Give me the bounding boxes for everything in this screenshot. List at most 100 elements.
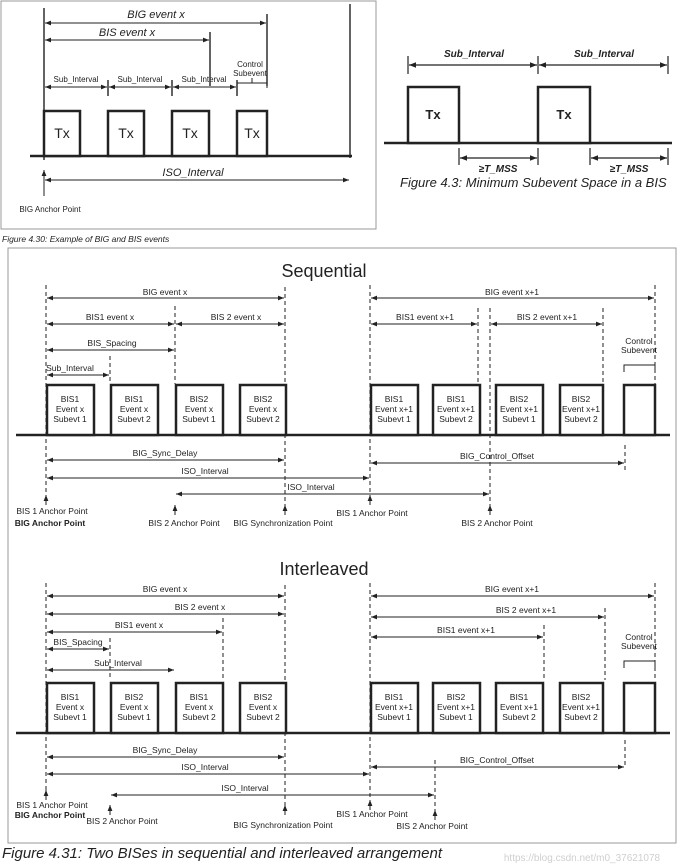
big-sync-delay-label: BIG_Sync_Delay: [133, 745, 198, 755]
box-line: Event x: [185, 702, 214, 712]
sequential-title: Sequential: [281, 261, 366, 281]
figure-4-3: Tx Tx Sub_Interval Sub_Interval ≥T_MSS ≥…: [384, 49, 672, 175]
box-line: Event x+1: [562, 404, 600, 414]
box-line: Subevt 1: [53, 414, 87, 424]
bis2-event-x1-label: BIS 2 event x+1: [517, 312, 578, 322]
box-line: BIS2: [254, 692, 273, 702]
box-line: Subevt 2: [564, 414, 598, 424]
bis1-anchor-label: BIS 1 Anchor Point: [16, 800, 88, 810]
control-subevent-label-2: Subevent: [233, 69, 268, 78]
iso-interval-label: ISO_Interval: [181, 762, 228, 772]
big-event-x1-label: BIG event x+1: [485, 584, 539, 594]
figure-4-30-frame: [0, 0, 377, 230]
sub-interval-label: Sub_Interval: [444, 49, 504, 60]
iso-interval-label: ISO_Interval: [221, 783, 268, 793]
sub-interval-label: Sub_Interval: [54, 75, 99, 84]
box-line: Event x+1: [500, 702, 538, 712]
bis1-event-x-label: BIS1 event x: [86, 312, 135, 322]
bis2-event-x1-label: BIS 2 event x+1: [496, 605, 557, 615]
big-sync-point-label: BIG Synchronization Point: [233, 518, 333, 528]
box-line: BIS2: [510, 394, 529, 404]
interleaved-title: Interleaved: [279, 559, 368, 579]
box-line: Subevt 1: [502, 414, 536, 424]
iso-interval-label: ISO_Interval: [162, 167, 224, 179]
tx-box: [536, 85, 592, 145]
watermark-text: https://blog.csdn.net/m0_37621078: [504, 853, 661, 864]
tx-label: Tx: [54, 125, 70, 141]
box-line: Event x: [120, 702, 149, 712]
box-line: BIS2: [572, 394, 591, 404]
big-anchor-label: BIG Anchor Point: [15, 810, 86, 820]
box-line: BIS1: [61, 394, 80, 404]
big-control-offset-label: BIG_Control_Offset: [460, 451, 535, 461]
sub-interval-label: Sub_Interval: [182, 75, 227, 84]
bis-subevent-box: [238, 383, 288, 437]
box-line: BIS1: [385, 394, 404, 404]
sub-interval-label: Sub_Interval: [94, 658, 142, 668]
box-line: BIS2: [447, 692, 466, 702]
box-line: Event x+1: [375, 404, 413, 414]
box-line: Event x+1: [437, 702, 475, 712]
big-anchor-label: BIG Anchor Point: [19, 205, 81, 214]
bis2-event-x-label: BIS 2 event x: [211, 312, 262, 322]
box-line: Subevt 1: [182, 414, 216, 424]
bis-subevent-box: [109, 681, 160, 735]
control-subevent-label-1: Control: [625, 336, 653, 346]
sub-interval-label: Sub_Interval: [118, 75, 163, 84]
tx-box: [42, 109, 82, 158]
box-line: BIS1: [190, 692, 209, 702]
bis-subevent-box: [174, 383, 225, 437]
box-line: Subevt 1: [117, 712, 151, 722]
figure-4-31-frame: [7, 247, 677, 844]
tx-box: [406, 85, 461, 145]
bis-spacing-label: BIS_Spacing: [87, 338, 136, 348]
control-subevent-label-2: Subevent: [621, 345, 658, 355]
big-event-x1-label: BIG event x+1: [485, 287, 539, 297]
interleaved-diagram: Interleaved: [15, 559, 670, 831]
bis-subevent-box: [494, 681, 545, 735]
box-line: Subevt 1: [53, 712, 87, 722]
box-line: Subevt 2: [439, 414, 473, 424]
box-line: Event x: [56, 404, 85, 414]
box-line: Event x+1: [500, 404, 538, 414]
bis-subevent-box: [558, 681, 605, 735]
bis-subevent-box: [431, 681, 482, 735]
box-line: BIS1: [385, 692, 404, 702]
sub-interval-label: Sub_Interval: [574, 49, 634, 60]
box-line: Subevt 2: [246, 712, 280, 722]
big-event-x-label: BIG event x: [143, 287, 188, 297]
figure-4-30-caption: Figure 4.30: Example of BIG and BIS even…: [2, 234, 170, 244]
tx-label: Tx: [556, 107, 572, 122]
big-anchor-label: BIG Anchor Point: [15, 518, 86, 528]
box-line: Subevt 2: [117, 414, 151, 424]
bis1-anchor-label: BIS 1 Anchor Point: [16, 506, 88, 516]
box-line: Event x: [56, 702, 85, 712]
big-control-offset-label: BIG_Control_Offset: [460, 755, 535, 765]
bis-spacing-label: BIS_Spacing: [53, 637, 102, 647]
bis-subevent-box: [45, 681, 96, 735]
box-line: BIS1: [125, 394, 144, 404]
box-line: BIS2: [572, 692, 591, 702]
box-line: Event x+1: [375, 702, 413, 712]
control-subevent-box: [622, 681, 657, 735]
bis-subevent-box: [558, 383, 605, 437]
box-line: BIS2: [190, 394, 209, 404]
bis2-anchor-label: BIS 2 Anchor Point: [86, 816, 158, 826]
tmss-label: ≥T_MSS: [610, 164, 649, 175]
box-line: Event x+1: [437, 404, 475, 414]
tx-label: Tx: [244, 125, 260, 141]
box-line: Subevt 1: [439, 712, 473, 722]
box-line: Event x: [249, 702, 278, 712]
tx-box: [235, 109, 269, 158]
big-sync-point-label: BIG Synchronization Point: [233, 820, 333, 830]
tx-box: [170, 109, 211, 158]
box-line: Subevt 2: [246, 414, 280, 424]
box-line: Subevt 2: [564, 712, 598, 722]
control-subevent-box: [622, 383, 657, 437]
tmss-label: ≥T_MSS: [479, 164, 518, 175]
bis1-event-x1-label: BIS1 event x+1: [437, 625, 495, 635]
big-event-x-label: BIG event x: [143, 584, 188, 594]
bis2-anchor-label: BIS 2 Anchor Point: [396, 821, 468, 831]
box-line: Event x+1: [562, 702, 600, 712]
